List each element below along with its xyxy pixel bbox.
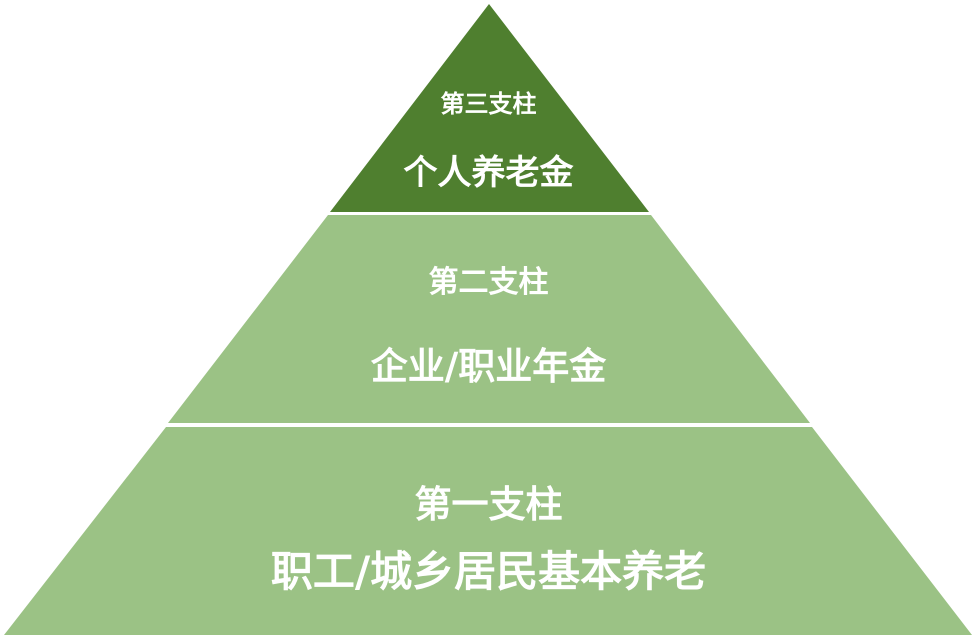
tier-middle-shape bbox=[168, 215, 810, 423]
tier-bottom-name-label: 职工/城乡居民基本养老 bbox=[270, 547, 707, 596]
tier-middle-pillar-label: 第二支柱 bbox=[428, 265, 549, 300]
tier-bottom-pillar-label: 第一支柱 bbox=[414, 483, 563, 526]
tier-top-shape bbox=[330, 4, 649, 212]
tier-top-pillar-label: 第三支柱 bbox=[440, 90, 537, 118]
tier-bottom-shape bbox=[4, 427, 972, 635]
tier-top-name-label: 个人养老金 bbox=[403, 153, 574, 193]
tier-middle-name-label: 企业/职业年金 bbox=[370, 345, 607, 388]
